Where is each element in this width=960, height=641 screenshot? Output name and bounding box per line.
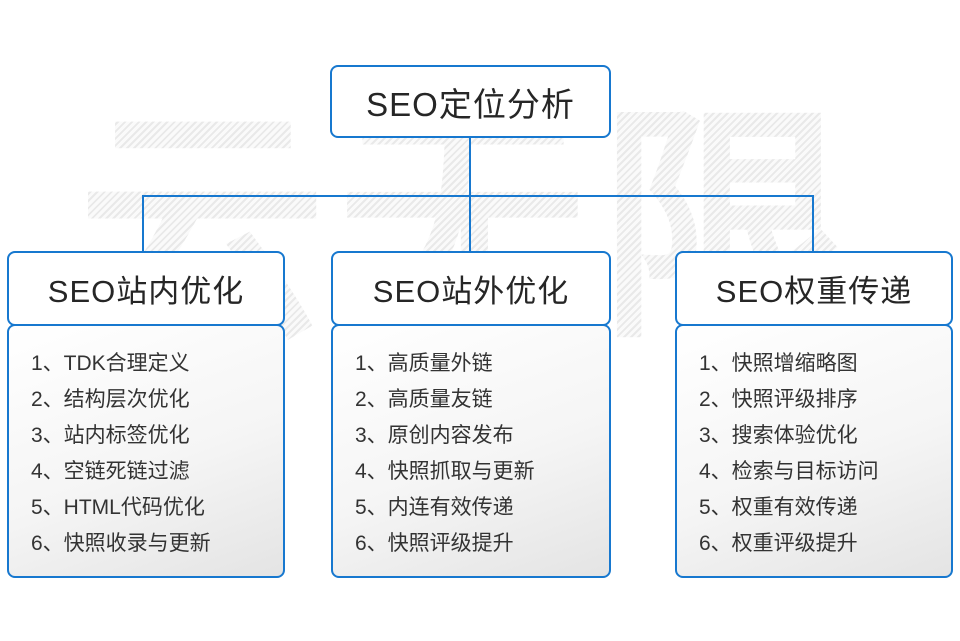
list-item: 4、空链死链过滤 [31, 460, 190, 483]
branch-title: SEO站内优化 [47, 274, 245, 309]
branch-header-weight: SEO权重传递 [675, 251, 953, 326]
list-item: 1、高质量外链 [355, 352, 493, 375]
list-item: 5、权重有效传递 [699, 496, 858, 519]
branch-header-offsite: SEO站外优化 [331, 251, 611, 326]
branch-onsite-optimization: SEO站内优化 1、TDK合理定义 2、结构层次优化 3、站内标签优化 4、空链… [7, 251, 285, 578]
branch-body-weight: 1、快照增缩略图 2、快照评级排序 3、搜索体验优化 4、检索与目标访问 5、权… [675, 324, 953, 578]
list-item: 5、HTML代码优化 [31, 496, 205, 519]
list-item: 3、站内标签优化 [31, 424, 190, 447]
list-item: 3、原创内容发布 [355, 424, 514, 447]
list-item: 6、快照评级提升 [355, 532, 514, 555]
list-item: 4、检索与目标访问 [699, 460, 879, 483]
branch-body-onsite: 1、TDK合理定义 2、结构层次优化 3、站内标签优化 4、空链死链过滤 5、H… [7, 324, 285, 578]
connector-drop-onsite [142, 196, 144, 252]
list-item: 1、快照增缩略图 [699, 352, 858, 375]
list-item: 6、快照收录与更新 [31, 532, 211, 555]
list-item: 4、快照抓取与更新 [355, 460, 535, 483]
connector-root-vertical [469, 137, 471, 196]
root-node-title: SEO定位分析 [366, 85, 575, 123]
list-item: 2、快照评级排序 [699, 388, 858, 411]
branch-weight-transfer: SEO权重传递 1、快照增缩略图 2、快照评级排序 3、搜索体验优化 4、检索与… [675, 251, 953, 578]
branch-title: SEO权重传递 [715, 274, 913, 309]
branch-title: SEO站外优化 [372, 274, 570, 309]
list-item: 2、高质量友链 [355, 388, 493, 411]
list-item: 3、搜索体验优化 [699, 424, 858, 447]
list-item: 6、权重评级提升 [699, 532, 858, 555]
branch-offsite-optimization: SEO站外优化 1、高质量外链 2、高质量友链 3、原创内容发布 4、快照抓取与… [331, 251, 611, 578]
branch-header-onsite: SEO站内优化 [7, 251, 285, 326]
branch-body-offsite: 1、高质量外链 2、高质量友链 3、原创内容发布 4、快照抓取与更新 5、内连有… [331, 324, 611, 578]
connector-horizontal [142, 195, 814, 197]
connector-drop-weight [812, 196, 814, 252]
root-node-seo-positioning: SEO定位分析 [330, 65, 611, 138]
list-item: 5、内连有效传递 [355, 496, 514, 519]
list-item: 2、结构层次优化 [31, 388, 190, 411]
connector-drop-offsite [469, 196, 471, 252]
list-item: 1、TDK合理定义 [31, 352, 190, 375]
